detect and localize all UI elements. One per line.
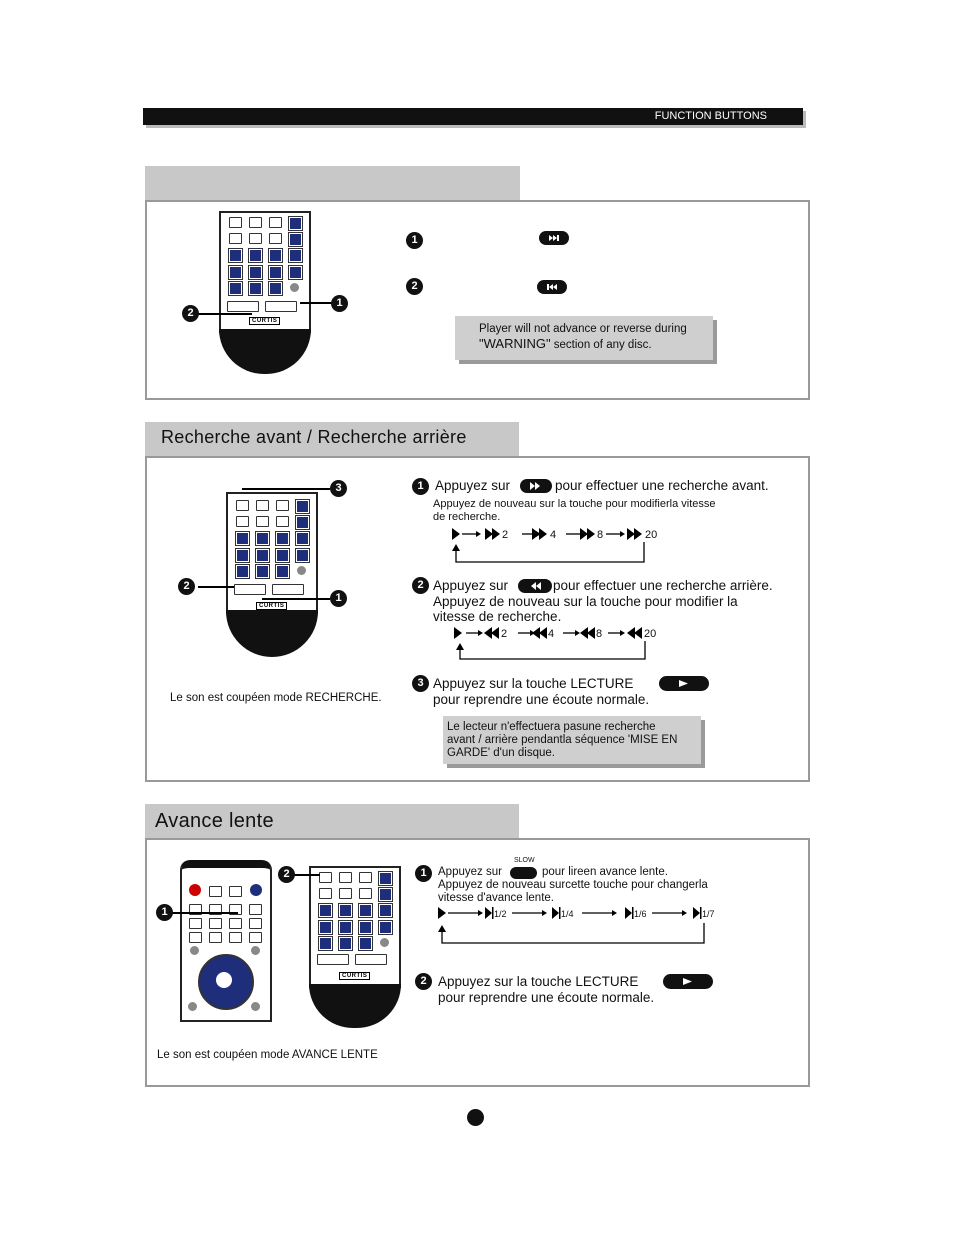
step3-line1: Appuyez sur la touche LECTURE [433, 676, 634, 691]
step1-sub1: Appuyez de nouveau sur la touche pour mo… [433, 498, 716, 510]
sound-note: Le son est coupéen mode RECHERCHE. [170, 692, 382, 704]
fwd-speed-8: 8 [597, 529, 604, 541]
section-label: FUNCTION BUTTONS [654, 110, 767, 122]
step1-line2: Appuyez de nouveau surcette touche pour … [438, 879, 708, 891]
search-note: Le lecteur n'effectuera pasune recherche… [443, 716, 701, 764]
callout-1: 1 [331, 295, 348, 312]
step1-suffix: pour effectuer une recherche avant. [555, 478, 769, 493]
step1-prefix: Appuyez sur [435, 478, 511, 493]
play-icon [659, 676, 709, 691]
remote-illustration: CURTIS [309, 866, 401, 1028]
slow-speed-1-4: 1/4 [561, 909, 574, 919]
callout-1: 1 [330, 590, 347, 607]
step2-prefix: Appuyez sur [433, 578, 509, 593]
step2-number: 2 [406, 278, 423, 295]
slow-speed-1-7: 1/7 [702, 909, 715, 919]
page-number-dot [467, 1109, 484, 1126]
step1-line3: vitesse d'avance lente. [438, 892, 554, 904]
section1-tab [145, 166, 520, 200]
rev-speed-20: 20 [644, 628, 657, 640]
step3-line2: pour reprendre une écoute normale. [433, 692, 650, 707]
step2-number: 2 [415, 973, 432, 990]
slow-button-icon [510, 867, 537, 879]
sound-note: Le son est coupéen mode AVANCE LENTE [157, 1049, 378, 1061]
callout-2: 2 [278, 866, 295, 883]
callout-2: 2 [178, 578, 195, 595]
prev-button-icon [537, 280, 567, 294]
rev-speed-8: 8 [596, 628, 603, 640]
step1-number: 1 [406, 232, 423, 249]
fwd-speed-4: 4 [550, 529, 557, 541]
step2-number: 2 [412, 577, 429, 594]
fwd-speed-20: 20 [645, 529, 658, 541]
step2-suffix: pour effectuer une recherche arrière. [553, 578, 773, 593]
section3-title: Avance lente [155, 810, 274, 832]
play-icon [663, 974, 713, 989]
step1-sub2: de recherche. [433, 511, 501, 523]
step2-line1: Appuyez sur la touche LECTURE [438, 974, 639, 989]
section2-tab: Recherche avant / Recherche arrière [145, 422, 519, 456]
warning-note: Player will not advance or reverse durin… [455, 316, 713, 360]
remote-illustration: CURTIS [219, 211, 311, 374]
step1-number: 1 [412, 478, 429, 495]
step2-line3: vitesse de recherche. [433, 609, 562, 624]
rewind-icon [518, 579, 552, 593]
main-remote-illustration [180, 860, 272, 1022]
slow-label: SLOW [514, 857, 535, 864]
rev-speed-2: 2 [501, 628, 508, 640]
brand-logo: CURTIS [256, 602, 288, 610]
callout-1: 1 [156, 904, 173, 921]
forward-speed-diagram [452, 528, 645, 563]
section2-title: Recherche avant / Recherche arrière [161, 427, 467, 447]
step1-suffix: pour lireen avance lente. [542, 866, 668, 878]
slow-speed-1-2: 1/2 [494, 909, 507, 919]
fast-forward-icon [520, 479, 552, 493]
slow-speed-1-6: 1/6 [634, 909, 647, 919]
brand-logo: CURTIS [249, 317, 281, 325]
reverse-speed-diagram [454, 627, 646, 660]
rev-speed-4: 4 [548, 628, 555, 640]
remote-illustration: CURTIS [226, 492, 318, 657]
next-button-icon [539, 231, 569, 245]
slow-speed-diagram [438, 907, 705, 944]
step2-line2: pour reprendre une écoute normale. [438, 990, 655, 1005]
section3-tab: Avance lente [145, 804, 519, 838]
fwd-speed-2: 2 [502, 529, 509, 541]
step1-number: 1 [415, 865, 432, 882]
step1-prefix: Appuyez sur [438, 866, 502, 878]
header-bar: FUNCTION BUTTONS [143, 108, 803, 125]
callout-2: 2 [182, 305, 199, 322]
step2-line2: Appuyez de nouveau sur la touche pour mo… [433, 594, 738, 609]
brand-logo: CURTIS [339, 972, 371, 980]
callout-3: 3 [330, 480, 347, 497]
step3-number: 3 [412, 675, 429, 692]
